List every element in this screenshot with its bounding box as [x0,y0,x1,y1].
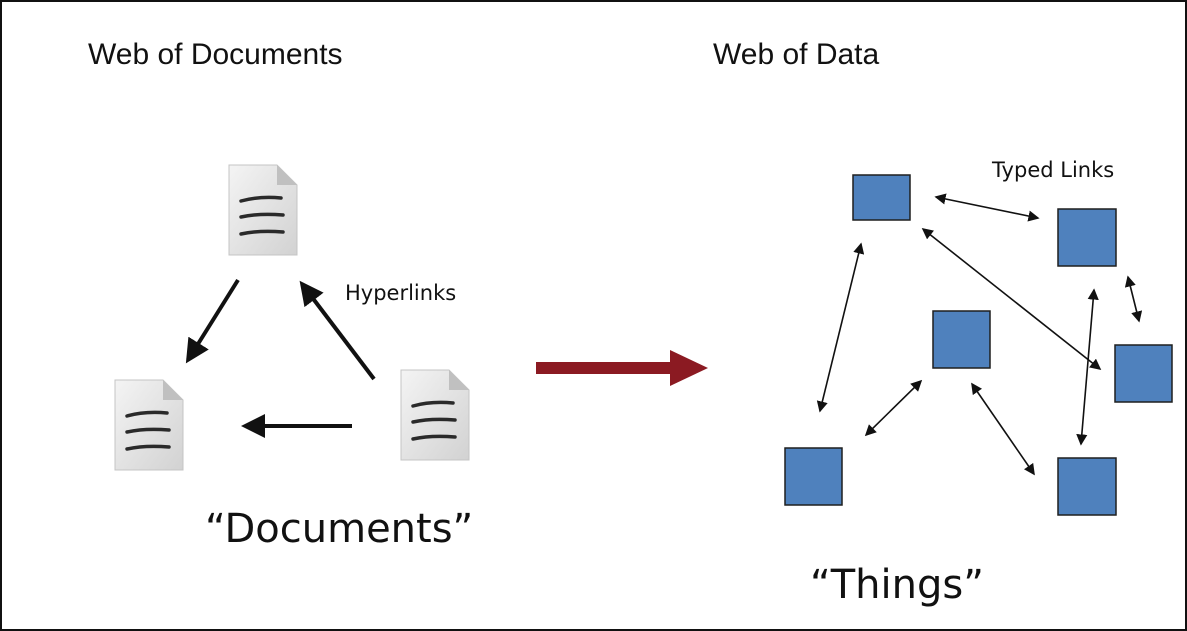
things-caption: “Things” [810,562,984,608]
resource-node-3 [932,310,991,369]
web-of-documents-title: Web of Documents [88,38,343,71]
resource-node-4 [784,447,843,506]
hyperlinks-label: Hyperlinks [345,281,456,305]
typed-link-1-2 [934,193,1040,222]
resource-node-1 [852,174,911,221]
typed-link-2-6 [1124,275,1143,323]
typed-links-label: Typed Links [991,158,1114,182]
resource-node-2 [1057,208,1117,267]
web-of-data-title: Web of Data [713,38,880,71]
right-arrow-icon [536,350,708,386]
hyperlink-arrow-top-to-left [185,278,240,364]
document-icon-top [227,163,299,257]
typed-link-3-5 [971,382,1035,476]
document-icon-right [399,368,471,462]
typed-link-2-5 [1076,288,1099,446]
resource-node-6 [1114,344,1173,403]
typed-link-1-6 [921,228,1102,370]
resource-node-5 [1057,457,1117,516]
typed-link-1-4 [816,242,865,413]
document-icon-left [113,378,185,472]
typed-link-3-4 [864,379,923,437]
hyperlink-arrow-right-to-top [299,280,376,381]
documents-caption: “Documents” [205,506,473,552]
